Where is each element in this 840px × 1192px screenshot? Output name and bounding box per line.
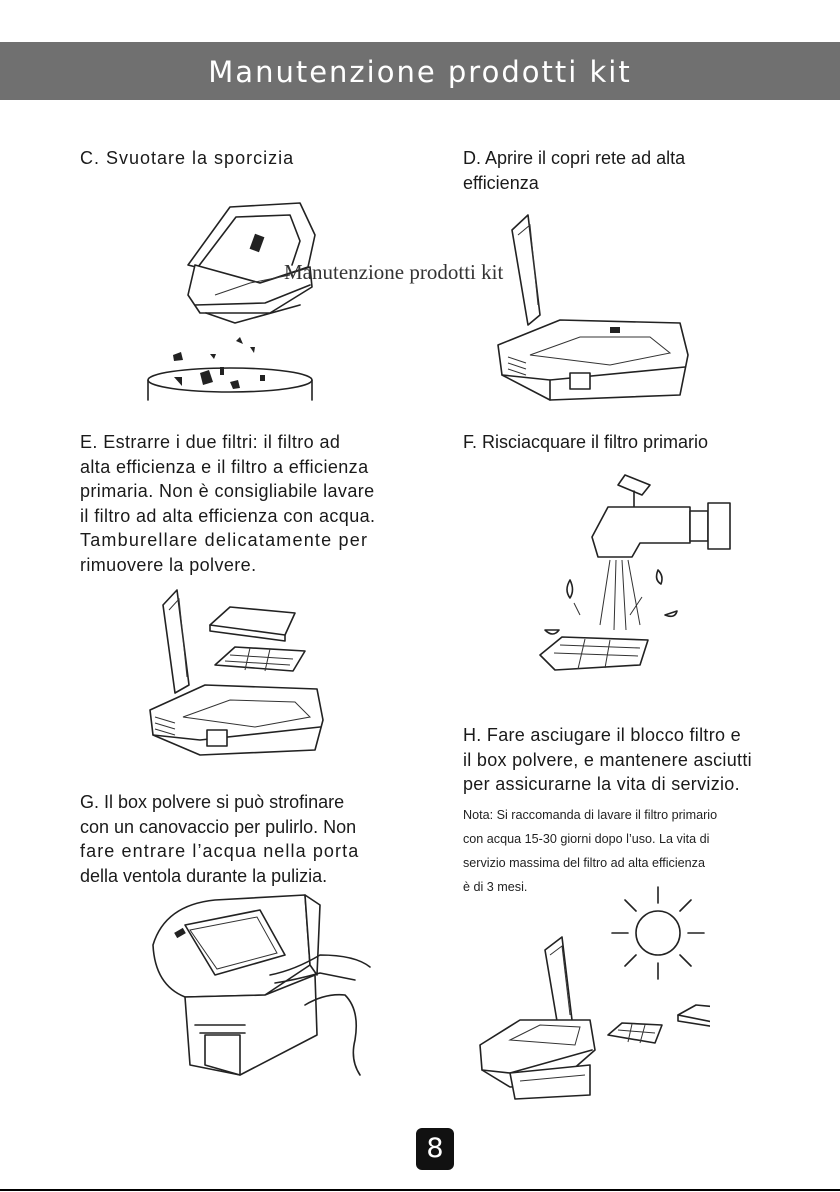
step-d-heading: D. Aprire il copri rete ad alta efficien… [463,146,685,195]
bottom-divider [0,1189,840,1191]
step-e-line-3: primaria. Non è consigliabile lavare [80,481,375,502]
step-e-line-5: Tamburellare delicatamente per [80,530,369,551]
filter-cover-open-illustration [490,205,695,405]
step-c-line: C. Svuotare la sporcizia [80,148,295,168]
step-e-line-6: rimuovere la polvere. [80,554,257,575]
watermark-text: Manutenzione prodotti kit [284,260,504,284]
step-g-line-3: fare entrare l’acqua nella porta [80,841,360,862]
step-h-line-2: il box polvere, e mantenere asciutti [463,749,752,770]
step-g-heading: G. Il box polvere si può strofinare con … [80,790,359,888]
step-e-line-1: E. Estrarre i due filtri: il filtro ad [80,432,341,452]
dustbin-emptying-illustration [140,195,340,405]
note-line-1: Nota: Si raccomanda di lavare il filtro … [463,808,718,822]
step-g-line-1: G. Il box polvere si può strofinare [80,792,345,812]
step-e-line-2: alta efficienza e il filtro a efficienza [80,456,369,477]
filters-removed-illustration [145,585,335,765]
step-e-line-4: il filtro ad alta efficienza con acqua. [80,505,376,526]
page-title: Manutenzione prodotti kit [208,55,632,89]
step-e-heading: E. Estrarre i due filtri: il filtro ad a… [80,430,375,578]
maintenance-note: Nota: Si raccomanda di lavare il filtro … [463,803,803,899]
step-g-line-2: con un canovaccio per pulirlo. Non [80,816,357,837]
step-h-heading: H. Fare asciugare il blocco filtro e il … [463,723,752,797]
step-h-line-1: H. Fare asciugare il blocco filtro e [463,725,741,745]
step-g-line-4: della ventola durante la pulizia. [80,865,328,886]
faucet-rinse-illustration [530,465,735,690]
step-f-heading: F. Risciacquare il filtro primario [463,430,708,455]
sun-icon [611,886,705,980]
page-number-badge: 8 [416,1128,454,1170]
dust-box-wipe-illustration [145,885,385,1085]
note-line-2: con acqua 15-30 giorni dopo l’uso. La vi… [463,832,710,846]
note-line-3: servizio massima del filtro ad alta effi… [463,856,705,870]
header-bar: Manutenzione prodotti kit [0,42,840,100]
sun-drying-illustration [470,885,710,1105]
step-f-line: F. Risciacquare il filtro primario [463,432,709,452]
step-d-line-1: D. Aprire il copri rete ad alta [463,148,686,168]
step-h-line-3: per assicurarne la vita di servizio. [463,774,740,795]
step-c-heading: C. Svuotare la sporcizia [80,146,294,171]
note-line-4: è di 3 mesi. [463,880,528,894]
step-d-line-2: efficienza [463,172,539,193]
